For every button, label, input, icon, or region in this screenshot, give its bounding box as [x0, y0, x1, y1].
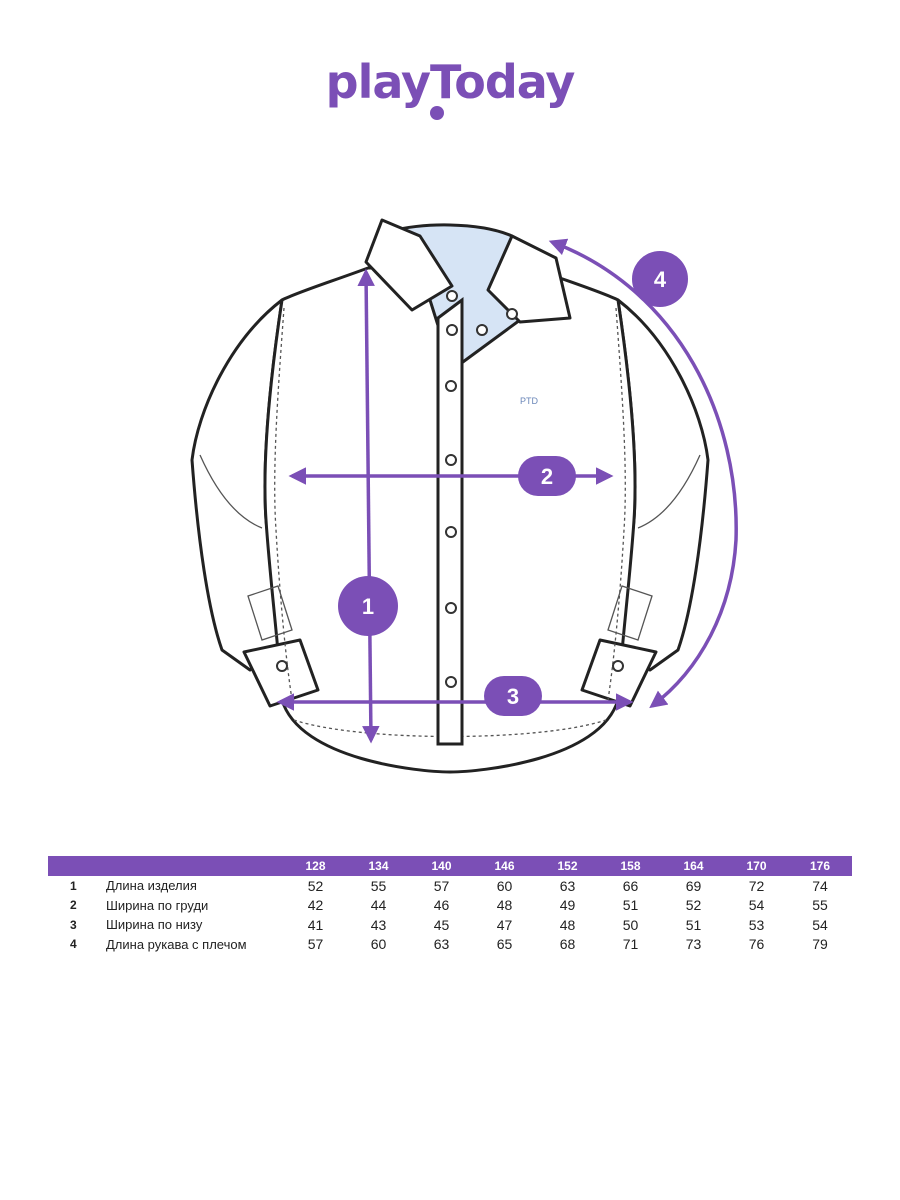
table-cell: 60 [496, 877, 513, 894]
table-cell: 60 [370, 936, 387, 953]
table-cell: 42 [307, 897, 324, 914]
svg-text:3: 3 [507, 684, 519, 709]
measurement-name: Длина рукава с плечом [106, 936, 247, 952]
table-cell: 41 [307, 916, 324, 933]
table-cell: 46 [433, 897, 450, 914]
table-cell: 44 [370, 897, 387, 914]
table-cell: 43 [370, 916, 387, 933]
table-cell: 63 [433, 936, 450, 953]
table-cell: 52 [685, 897, 702, 914]
svg-text:2: 2 [541, 464, 553, 489]
button [476, 324, 488, 336]
button [612, 660, 624, 672]
table-cell: 50 [622, 916, 639, 933]
left-cuff [242, 638, 320, 708]
measurement-name: Длина изделия [106, 878, 197, 894]
table-cell: 57 [433, 877, 450, 894]
table-row: 2 Ширина по груди 42 44 46 48 49 51 52 5… [48, 896, 852, 916]
table-cell: 54 [748, 897, 765, 914]
size-table: 128 134 140 146 152 158 164 170 176 1 Дл… [48, 856, 852, 954]
measurement-name: Ширина по груди [106, 897, 209, 913]
size-header: 164 [662, 856, 725, 876]
table-cell: 49 [559, 897, 576, 914]
table-row: 4 Длина рукава с плечом 57 60 63 65 68 7… [48, 935, 852, 955]
table-cell: 63 [559, 877, 576, 894]
size-header: 170 [725, 856, 788, 876]
table-cell: 72 [748, 877, 765, 894]
button [446, 290, 458, 302]
table-cell: 69 [685, 877, 702, 894]
table-cell: 57 [307, 936, 324, 953]
row-number: 1 [70, 878, 77, 893]
logo-dot-icon [430, 106, 444, 120]
marker-1: 1 [338, 576, 398, 636]
chest-logo-text: PTD [520, 396, 539, 406]
table-cell: 45 [433, 916, 450, 933]
size-header: 146 [473, 856, 536, 876]
button [446, 324, 458, 336]
table-cell: 54 [812, 916, 828, 933]
button [445, 676, 457, 688]
table-cell: 52 [307, 877, 324, 894]
table-cell: 71 [622, 936, 639, 953]
table-cell: 51 [622, 897, 639, 914]
table-cell: 48 [496, 897, 513, 914]
button [506, 308, 518, 320]
svg-text:1: 1 [362, 594, 374, 619]
length-line [357, 268, 380, 744]
size-header: 128 [284, 856, 347, 876]
row-number: 2 [70, 898, 77, 913]
collar-left [364, 218, 454, 312]
table-cell: 68 [559, 936, 576, 953]
table-cell: 79 [812, 936, 828, 953]
table-cell: 55 [812, 897, 828, 914]
table-cell: 65 [496, 936, 513, 953]
row-number: 4 [70, 937, 77, 952]
button [445, 380, 457, 392]
size-header: 176 [788, 856, 852, 876]
table-cell: 48 [559, 916, 576, 933]
row-number: 3 [70, 917, 77, 932]
size-header-row: 128 134 140 146 152 158 164 170 176 [48, 856, 852, 876]
table-row: 1 Длина изделия 52 55 57 60 63 66 69 72 … [48, 876, 852, 896]
shirt-measurement-diagram: PTD 1 2 3 4 [190, 218, 738, 774]
table-cell: 55 [370, 877, 387, 894]
table-row: 3 Ширина по низу 41 43 45 47 48 50 51 53… [48, 915, 852, 935]
table-cell: 53 [748, 916, 765, 933]
button [445, 454, 457, 466]
table-cell: 74 [812, 877, 828, 894]
button [445, 602, 457, 614]
brand-logo: playToday [325, 55, 576, 109]
table-cell: 66 [622, 877, 639, 894]
placket [436, 297, 464, 746]
marker-2: 2 [518, 456, 576, 496]
table-cell: 47 [496, 916, 513, 933]
table-cell: 73 [685, 936, 702, 953]
size-header: 158 [599, 856, 662, 876]
marker-3: 3 [484, 676, 542, 716]
svg-text:4: 4 [654, 267, 667, 292]
table-cell: 76 [748, 936, 765, 953]
size-header: 152 [536, 856, 599, 876]
button [445, 526, 457, 538]
table-cell: 51 [685, 916, 702, 933]
measurement-name: Ширина по низу [106, 917, 203, 933]
button [276, 660, 288, 672]
size-header: 140 [410, 856, 473, 876]
marker-4: 4 [632, 251, 688, 307]
size-header: 134 [347, 856, 410, 876]
